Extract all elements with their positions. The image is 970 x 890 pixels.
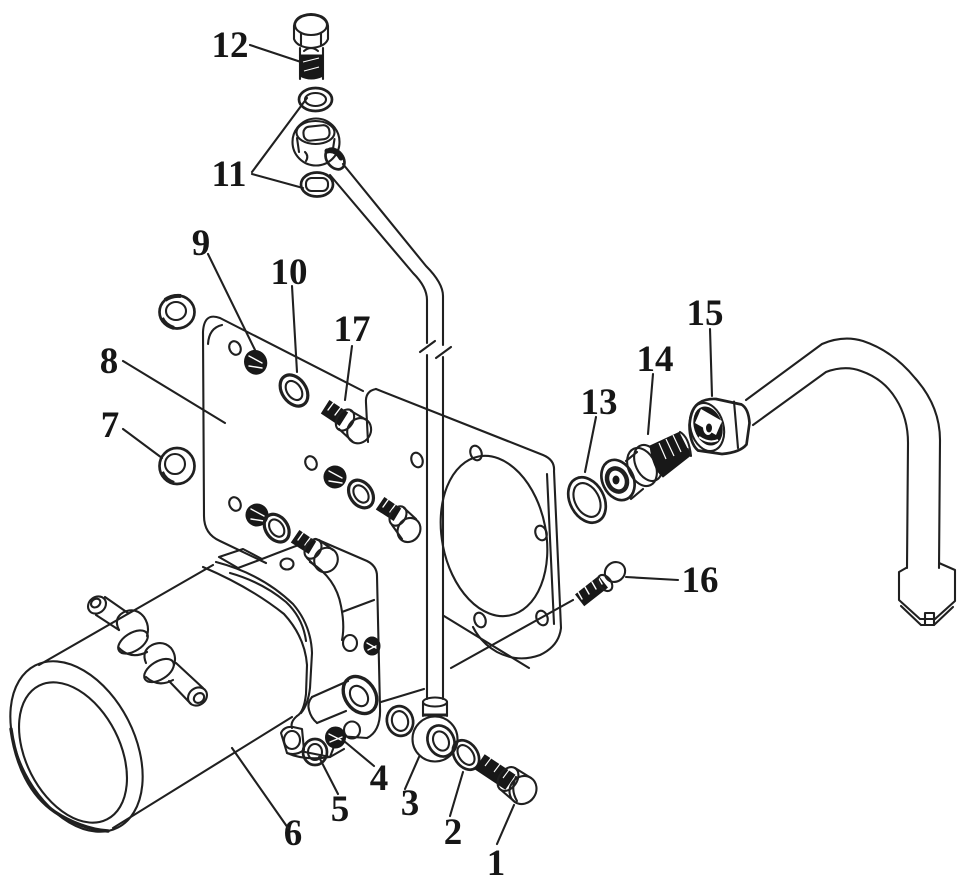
svg-text:1: 1 (487, 843, 506, 884)
svg-text:4: 4 (370, 758, 389, 799)
svg-text:12: 12 (212, 25, 249, 66)
svg-text:13: 13 (581, 382, 618, 423)
svg-text:2: 2 (444, 812, 463, 853)
svg-text:8: 8 (100, 341, 119, 382)
svg-text:6: 6 (284, 813, 303, 854)
svg-text:9: 9 (192, 223, 211, 264)
svg-text:17: 17 (334, 309, 371, 350)
svg-text:15: 15 (687, 293, 724, 334)
svg-text:11: 11 (212, 154, 247, 195)
svg-text:5: 5 (331, 789, 350, 830)
svg-text:7: 7 (101, 405, 120, 446)
svg-text:10: 10 (271, 252, 308, 293)
svg-text:16: 16 (682, 560, 719, 601)
svg-text:14: 14 (637, 339, 674, 380)
svg-text:3: 3 (401, 783, 420, 824)
